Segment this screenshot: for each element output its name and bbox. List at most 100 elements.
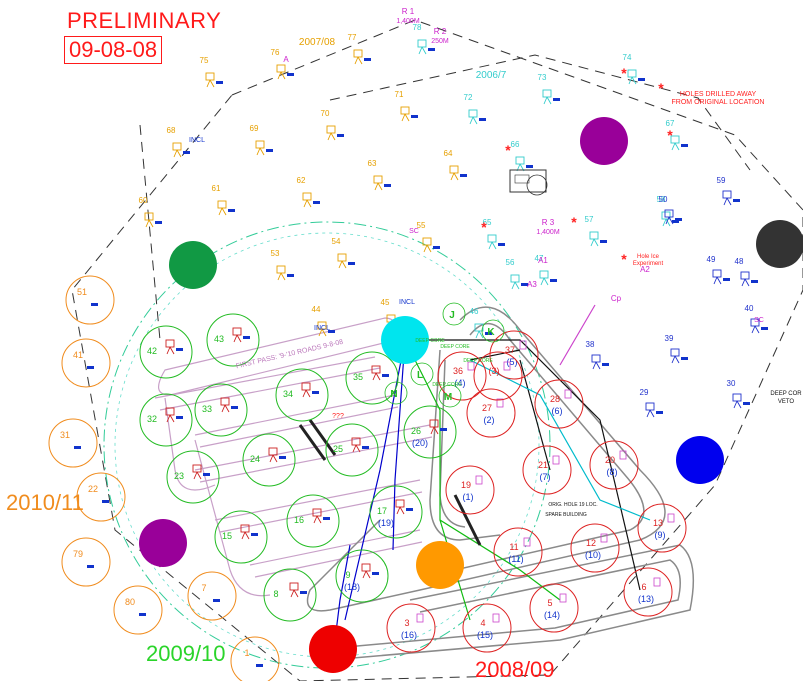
outer-string-44 — [317, 321, 335, 337]
letter-label-J: J — [449, 310, 455, 321]
green-circle-label-42: 42 — [147, 346, 157, 356]
red-circle-label-21: 21 — [538, 460, 548, 470]
green-circle-8 — [263, 568, 317, 622]
green-circle-15 — [214, 510, 268, 564]
blue-string-49 — [712, 269, 730, 285]
equipment-strips — [298, 419, 482, 546]
outer-string-label-68: 68 — [167, 126, 176, 135]
note-hole-ice-1: Hole Ice — [637, 254, 660, 260]
red-circle-sub-37: (5) — [507, 357, 518, 367]
blue-string-label-39: 39 — [665, 334, 674, 343]
orange-circle-80 — [113, 585, 163, 635]
blue-string-38 — [591, 354, 609, 370]
green-circle-string-17 — [395, 499, 413, 515]
orange-circle-label-1: 1 — [244, 648, 249, 658]
note-incl-1: INCL — [189, 137, 205, 144]
note-incl-2: INCL — [399, 299, 415, 306]
red-circle-sub-21: (7) — [540, 472, 551, 482]
marker-sub-r3: 1,400M — [536, 229, 560, 236]
blue-string-label-59: 59 — [717, 176, 726, 185]
black-dot-e — [756, 220, 803, 268]
deep-core-circle-M — [438, 384, 462, 408]
outer-string-label-75: 75 — [200, 56, 209, 65]
red-circle-label-6: 6 — [641, 582, 646, 592]
outer-string-label-55: 55 — [417, 221, 426, 230]
marker-r1: R 1 — [402, 7, 415, 16]
green-circle-35 — [345, 351, 399, 405]
note-incl-3: INCL — [314, 325, 330, 332]
red-circle-sub-12: (10) — [585, 550, 601, 560]
era-label-2008-09: 2008/09 — [475, 657, 555, 682]
orange-circle-1 — [230, 636, 280, 686]
note-question: ??? — [332, 413, 344, 420]
red-circle-sub-6: (13) — [638, 594, 654, 604]
phase-label-2006-7: 2006/7 — [476, 70, 507, 81]
green-circle-string-34 — [301, 382, 319, 398]
cyan-string-47 — [539, 270, 557, 286]
cyan-string-label-66: 66 — [511, 140, 520, 149]
green-circle-43 — [206, 313, 260, 367]
red-circle-sub-28: (6) — [552, 406, 563, 416]
array-extent-circle — [103, 221, 551, 669]
blue-string-label-38: 38 — [586, 340, 595, 349]
red-circle-label-20: 20 — [605, 455, 615, 465]
green-circle-9 — [335, 549, 389, 603]
green-circle-string-8 — [289, 582, 307, 598]
blue-string-48 — [740, 271, 758, 287]
marker-a1: A1 — [538, 256, 548, 265]
green-circle-42 — [139, 325, 193, 379]
letter-label-L: L — [417, 370, 423, 381]
green-circle-32 — [139, 393, 193, 447]
deep-core-circle-N — [384, 381, 408, 405]
green-circle-16 — [286, 494, 340, 548]
orange-circle-51 — [65, 275, 115, 325]
outer-string-label-63: 63 — [368, 159, 377, 168]
green-circle-34 — [275, 368, 329, 422]
marker-r3: R 3 — [542, 218, 555, 227]
green-circle-label-17: 17 — [377, 506, 387, 516]
central-lab-building — [509, 169, 548, 196]
red-asterisk-3: * — [505, 142, 511, 158]
outer-string-label-69: 69 — [250, 124, 259, 133]
green-circle-string-25 — [351, 437, 369, 453]
phase-label-2007-08: 2007/08 — [299, 37, 336, 48]
green-circle-sub-17: (19) — [378, 518, 394, 528]
outer-string-70 — [326, 125, 344, 141]
outer-string-label-64: 64 — [444, 149, 453, 158]
green-circle-25 — [325, 423, 379, 477]
red-circle-11 — [493, 527, 543, 577]
red-circle-27 — [466, 388, 516, 438]
orange-circle-41 — [61, 338, 111, 388]
note-spare-building: SPARE BUILDING — [545, 512, 587, 518]
deep-core-circle-K — [481, 319, 505, 343]
inner-boundary — [139, 124, 161, 341]
red-asterisk-2: * — [667, 127, 673, 143]
red-circle-sub-19: (1) — [463, 492, 474, 502]
green-circle-label-32: 32 — [147, 414, 157, 424]
cyan-string-78 — [417, 39, 435, 55]
green-circle-sub-26: (20) — [412, 438, 428, 448]
green-circle-string-23 — [192, 464, 210, 480]
outer-string-55 — [422, 237, 440, 253]
cyan-string-label-73: 73 — [538, 73, 547, 82]
red-asterisk-6: * — [621, 251, 627, 267]
marker-a: A — [283, 55, 289, 64]
outer-string-60 — [144, 212, 162, 228]
cyan-string-72 — [468, 109, 486, 125]
cyan-string-46 — [474, 323, 492, 339]
marker-sub-r2: 250M — [431, 38, 449, 45]
blue-dot-e — [676, 436, 724, 484]
green-circle-string-32 — [165, 407, 183, 423]
red-circle-sub-11: (11) — [508, 554, 523, 564]
red-circle-sub-5: (14) — [544, 610, 560, 620]
green-circle-label-35: 35 — [353, 372, 363, 382]
red-dot-s — [309, 625, 357, 673]
cyan-string-label-78: 78 — [413, 23, 422, 32]
deep-core-label-3: DEEP CORE — [432, 382, 462, 388]
red-asterisk-1: * — [621, 65, 627, 81]
green-circle-string-35 — [371, 365, 389, 381]
blue-string-label-49: 49 — [707, 255, 716, 264]
red-circle-label-28: 28 — [550, 394, 560, 404]
blue-string-29 — [645, 402, 663, 418]
red-circle-21 — [522, 445, 572, 495]
